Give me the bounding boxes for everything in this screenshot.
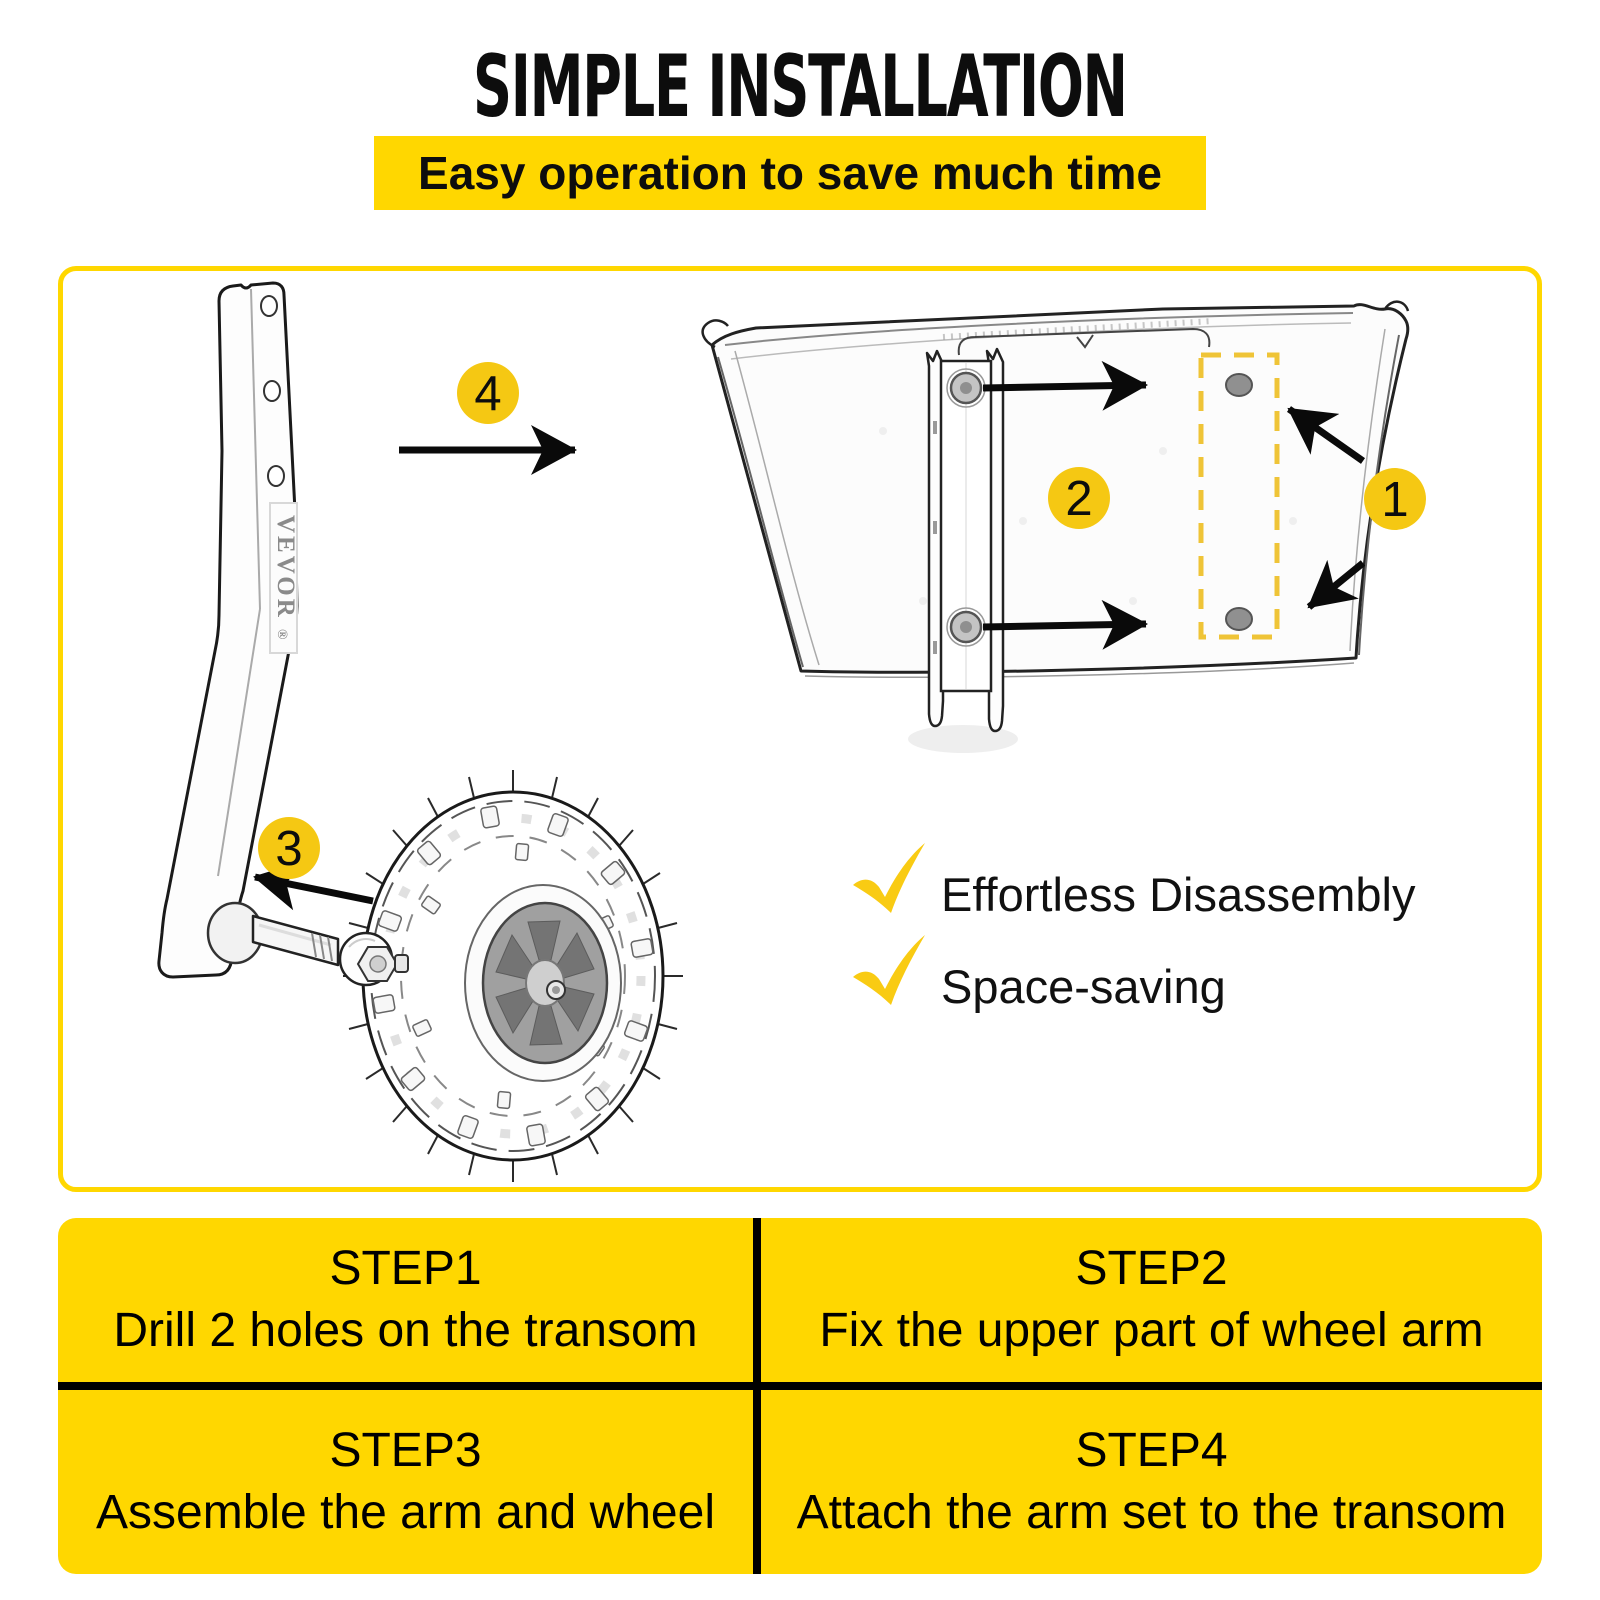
brand-text: VEVOR <box>272 515 299 620</box>
wheel-arm-illustration: VEVOR ® <box>157 281 299 979</box>
step-description: Drill 2 holes on the transom <box>113 1303 698 1357</box>
arm-hole <box>267 465 285 487</box>
installation-diagram-box: VEVOR ® <box>58 266 1542 1192</box>
step-description: Fix the upper part of wheel arm <box>819 1303 1484 1357</box>
step-cell-4: STEP4 Attach the arm set to the transom <box>761 1390 1542 1574</box>
transom-hole-bottom <box>1225 607 1253 631</box>
axle-shaft <box>251 914 340 967</box>
arrow-up-left-icon <box>1286 406 1366 464</box>
step-title: STEP3 <box>329 1423 482 1477</box>
step-badge-3: 3 <box>258 817 320 879</box>
arm-hole <box>260 295 278 317</box>
tire-spikes <box>343 770 683 1182</box>
feature-label: Effortless Disassembly <box>941 868 1416 921</box>
drill-holes-marker <box>1198 352 1280 640</box>
arrow-left-icon <box>253 861 374 911</box>
tire-tread-blocks <box>372 805 654 1147</box>
subtitle-banner: Easy operation to save much time <box>374 136 1206 210</box>
brand-logo: VEVOR ® <box>272 515 299 643</box>
transom-handle-recess <box>957 327 1211 356</box>
axle-assembly-illustration <box>206 901 409 987</box>
page-title-text: SIMPLE INSTALLATION <box>473 37 1128 137</box>
brand-registered-mark: ® <box>274 629 289 642</box>
installation-illustration: VEVOR ® <box>157 281 1426 1182</box>
svg-text:3: 3 <box>275 822 302 876</box>
step-title: STEP1 <box>329 1241 482 1295</box>
check-icon <box>853 843 925 913</box>
step-description: Attach the arm set to the transom <box>796 1485 1507 1539</box>
table-horizontal-divider <box>58 1382 1542 1390</box>
axle-tip <box>394 954 409 973</box>
bracket-bolt-bottom <box>946 607 986 647</box>
step-cell-2: STEP2 Fix the upper part of wheel arm <box>761 1218 1542 1382</box>
subtitle-text: Easy operation to save much time <box>418 147 1162 199</box>
arm-hole <box>263 380 281 402</box>
svg-text:1: 1 <box>1381 473 1408 527</box>
mounting-bracket-illustration <box>908 347 1018 753</box>
check-icon <box>853 935 925 1005</box>
step-badge-4: 4 <box>457 362 519 424</box>
step-description: Assemble the arm and wheel <box>96 1485 715 1539</box>
step-title: STEP2 <box>1075 1241 1228 1295</box>
table-vertical-divider <box>753 1218 761 1574</box>
feature-item: Space-saving <box>853 935 1226 1013</box>
steps-table: STEP1 Drill 2 holes on the transom STEP2… <box>58 1218 1542 1574</box>
transom-hole-top <box>1225 373 1253 397</box>
feature-label: Space-saving <box>941 960 1226 1013</box>
step-title: STEP4 <box>1075 1423 1228 1477</box>
step-badge-1: 1 <box>1364 468 1426 530</box>
arrow-right-icon <box>982 599 1148 650</box>
step-cell-1: STEP1 Drill 2 holes on the transom <box>58 1218 753 1382</box>
hub-spoke-openings <box>495 920 595 1046</box>
page-title: SIMPLE INSTALLATION <box>0 44 1600 130</box>
wheel-illustration <box>343 770 683 1182</box>
feature-item: Effortless Disassembly <box>853 843 1416 921</box>
step-cell-3: STEP3 Assemble the arm and wheel <box>58 1390 753 1574</box>
bracket-bolt-top <box>946 368 986 408</box>
step-badge-2: 2 <box>1048 467 1110 529</box>
arrow-down-left-icon <box>1306 559 1366 610</box>
svg-text:4: 4 <box>474 367 501 421</box>
axle-threads <box>311 932 333 962</box>
svg-text:2: 2 <box>1065 472 1092 526</box>
brand-plate <box>269 502 298 654</box>
arrow-right-icon <box>982 360 1148 411</box>
